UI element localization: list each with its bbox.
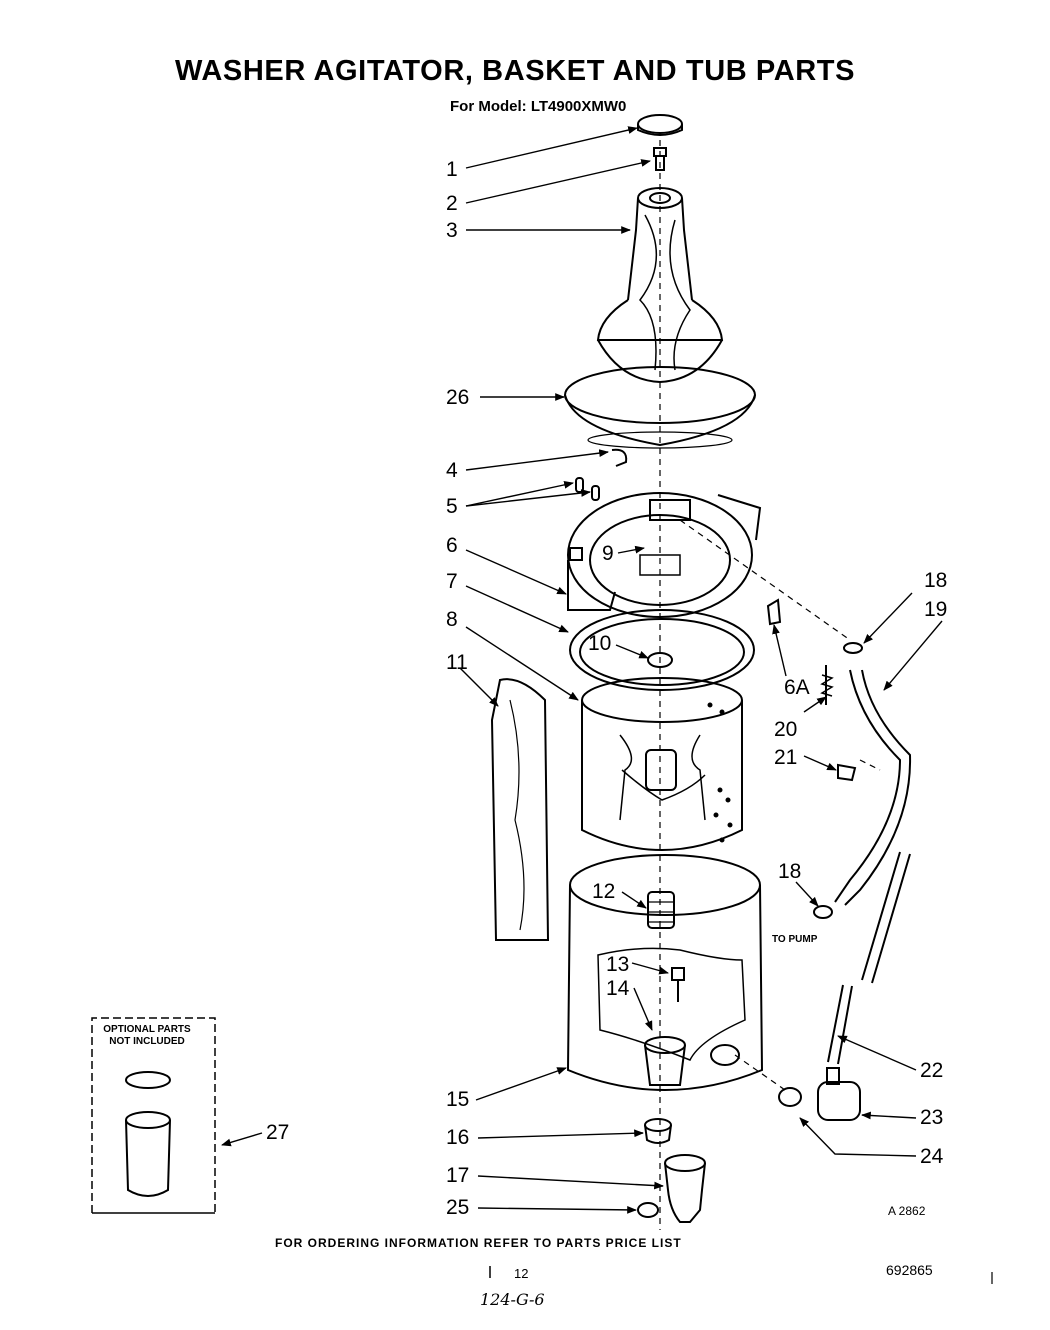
callout-10: 10	[588, 632, 612, 655]
part-screw	[671, 967, 685, 1002]
callout-1: 1	[446, 158, 458, 181]
part-drive-ring	[567, 492, 762, 618]
callout-6: 6	[446, 534, 458, 557]
part-drain-hose-elbow	[664, 1154, 706, 1223]
part-clip	[611, 448, 628, 467]
part-agitator-base	[564, 366, 756, 449]
callout-13: 13	[606, 953, 630, 976]
callout-19: 19	[924, 598, 948, 621]
document-number: 692865	[886, 1262, 933, 1278]
callout-9: 9	[602, 542, 614, 565]
callout-15: 15	[446, 1088, 470, 1111]
callout-3: 3	[446, 219, 458, 242]
page-title: WASHER AGITATOR, BASKET AND TUB PARTS	[175, 55, 856, 87]
callout-8: 8	[446, 608, 458, 631]
callout-6A: 6A	[784, 676, 810, 699]
part-seal-ring	[569, 609, 755, 691]
part-agitator-cap	[637, 114, 683, 136]
callout-22: 22	[920, 1059, 944, 1082]
part-filter-bag	[490, 678, 550, 941]
callout-4: 4	[446, 459, 458, 482]
optional-parts-label: OPTIONAL PARTS NOT INCLUDED	[94, 1024, 200, 1048]
part-basket	[581, 677, 743, 851]
part-valve	[817, 1067, 861, 1121]
callout-11: 11	[446, 651, 468, 674]
part-spring	[647, 891, 675, 929]
dashed-connector	[679, 519, 851, 641]
callout-5: 5	[446, 495, 458, 518]
callout-27: 27	[266, 1121, 290, 1144]
callout-21: 21	[774, 746, 798, 769]
callout-18: 18	[924, 569, 948, 592]
part-bracket	[766, 598, 782, 626]
callout-17: 17	[446, 1164, 470, 1187]
to-pump-label: TO PUMP	[772, 934, 818, 945]
part-hose	[813, 642, 912, 919]
leader-lines	[221, 126, 943, 1214]
part-gasket	[778, 1087, 802, 1107]
callout-24: 24	[920, 1145, 944, 1168]
callout-16: 16	[446, 1126, 470, 1149]
callout-2: 2	[446, 192, 458, 215]
part-outer-tub	[566, 854, 764, 1091]
callout-23: 23	[920, 1106, 944, 1129]
dashed-connector	[734, 1054, 786, 1091]
part-agitator	[596, 187, 724, 384]
part-tube	[827, 851, 911, 1065]
part-pin	[575, 477, 584, 493]
optional-line-1: OPTIONAL PARTS	[103, 1024, 191, 1035]
callout-7: 7	[446, 570, 458, 593]
drawing-code: A 2862	[888, 1204, 926, 1218]
callout-14: 14	[606, 977, 630, 1000]
part-clamp	[637, 1202, 659, 1218]
part-pin	[591, 485, 600, 501]
callout-26: 26	[446, 386, 470, 409]
page-number: 12	[514, 1266, 529, 1281]
part-hose-clamp	[837, 763, 857, 782]
callout-18-lower: 18	[778, 860, 802, 883]
optional-line-2: NOT INCLUDED	[109, 1036, 185, 1047]
callout-12: 12	[592, 880, 616, 903]
part-nut	[647, 652, 673, 668]
callout-20: 20	[774, 718, 798, 741]
model-label: For Model: LT4900XMW0	[450, 98, 627, 115]
footer-note: FOR ORDERING INFORMATION REFER TO PARTS …	[275, 1236, 682, 1250]
dashed-connector	[859, 759, 881, 771]
part-bolt	[653, 147, 667, 171]
handwritten-note: 124-G-6	[480, 1290, 545, 1309]
callout-25: 25	[446, 1196, 470, 1219]
optional-parts-box	[91, 1017, 216, 1214]
part-bearing	[644, 1118, 672, 1144]
